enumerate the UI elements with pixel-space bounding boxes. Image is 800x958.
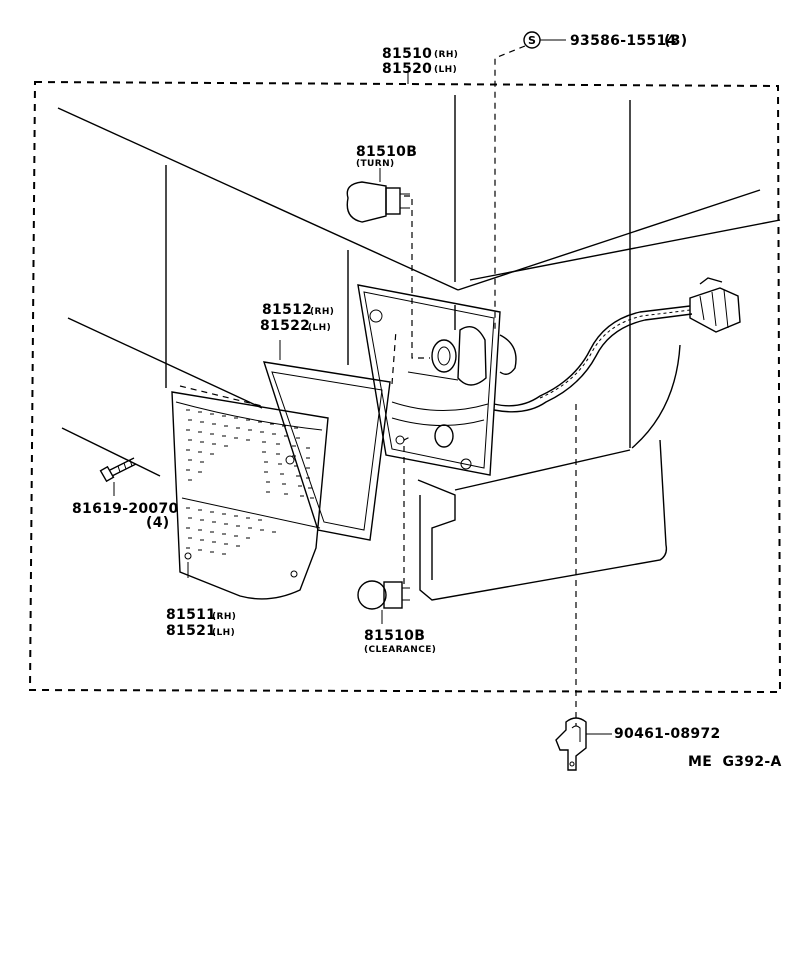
drawing-code: ME G392-A: [688, 754, 782, 770]
lens-label: 81511 (RH) 81521 (LH): [166, 607, 236, 639]
gasket-side-lh: (LH): [308, 323, 331, 333]
wiring-harness: [493, 277, 741, 413]
turn-bulb-desc: (TURN): [356, 159, 395, 169]
screw-callout-label: 93586-15514 (3): [570, 33, 687, 49]
lens-side-rh: (RH): [212, 612, 236, 622]
assembly-side-rh: (RH): [434, 50, 458, 60]
screw-part-number: 93586-15514: [570, 33, 677, 49]
lens-screw-part: 81619-20070: [72, 501, 179, 517]
lens-dot-pattern: [186, 409, 314, 555]
lens-screw-qty: (4): [146, 515, 169, 531]
turn-bulb-part: 81510B: [356, 144, 417, 160]
lens-side-lh: (LH): [212, 628, 235, 638]
assembly-side-lh: (LH): [434, 65, 457, 75]
gasket-side-rh: (RH): [310, 307, 334, 317]
lens-part-rh: 81511: [166, 607, 216, 623]
gasket: [179, 329, 397, 541]
vehicle-body-outline: [57, 95, 781, 601]
clamp-part-number: 90461-08972: [614, 726, 721, 742]
screw-symbol: S: [528, 34, 536, 47]
lens: [171, 391, 329, 600]
turn-bulb-label: 81510B (TURN): [356, 144, 417, 169]
turn-bulb: [346, 168, 430, 359]
gasket-part-lh: 81522: [260, 318, 310, 334]
screw-leader: S: [494, 31, 577, 726]
lens-part-lh: 81521: [166, 623, 216, 639]
gasket-part-rh: 81512: [262, 302, 312, 318]
lamp-housing: [357, 284, 517, 476]
assembly-part-lh: 81520: [382, 61, 432, 77]
clearance-bulb-desc: (CLEARANCE): [364, 645, 436, 655]
clearance-bulb-part: 81510B: [364, 628, 425, 644]
assembly-part-rh: 81510: [382, 46, 432, 62]
gasket-label: 81512 (RH) 81522 (LH): [260, 302, 334, 334]
clearance-bulb-label: 81510B (CLEARANCE): [364, 628, 436, 655]
screw-quantity: (3): [664, 33, 687, 49]
wiring-clamp: [555, 717, 612, 771]
lens-screw-label: 81619-20070 (4): [72, 501, 179, 531]
lens-screw: [99, 457, 137, 496]
clearance-bulb: [357, 435, 413, 624]
assembly-label: 81510 (RH) 81520 (LH): [382, 46, 458, 77]
